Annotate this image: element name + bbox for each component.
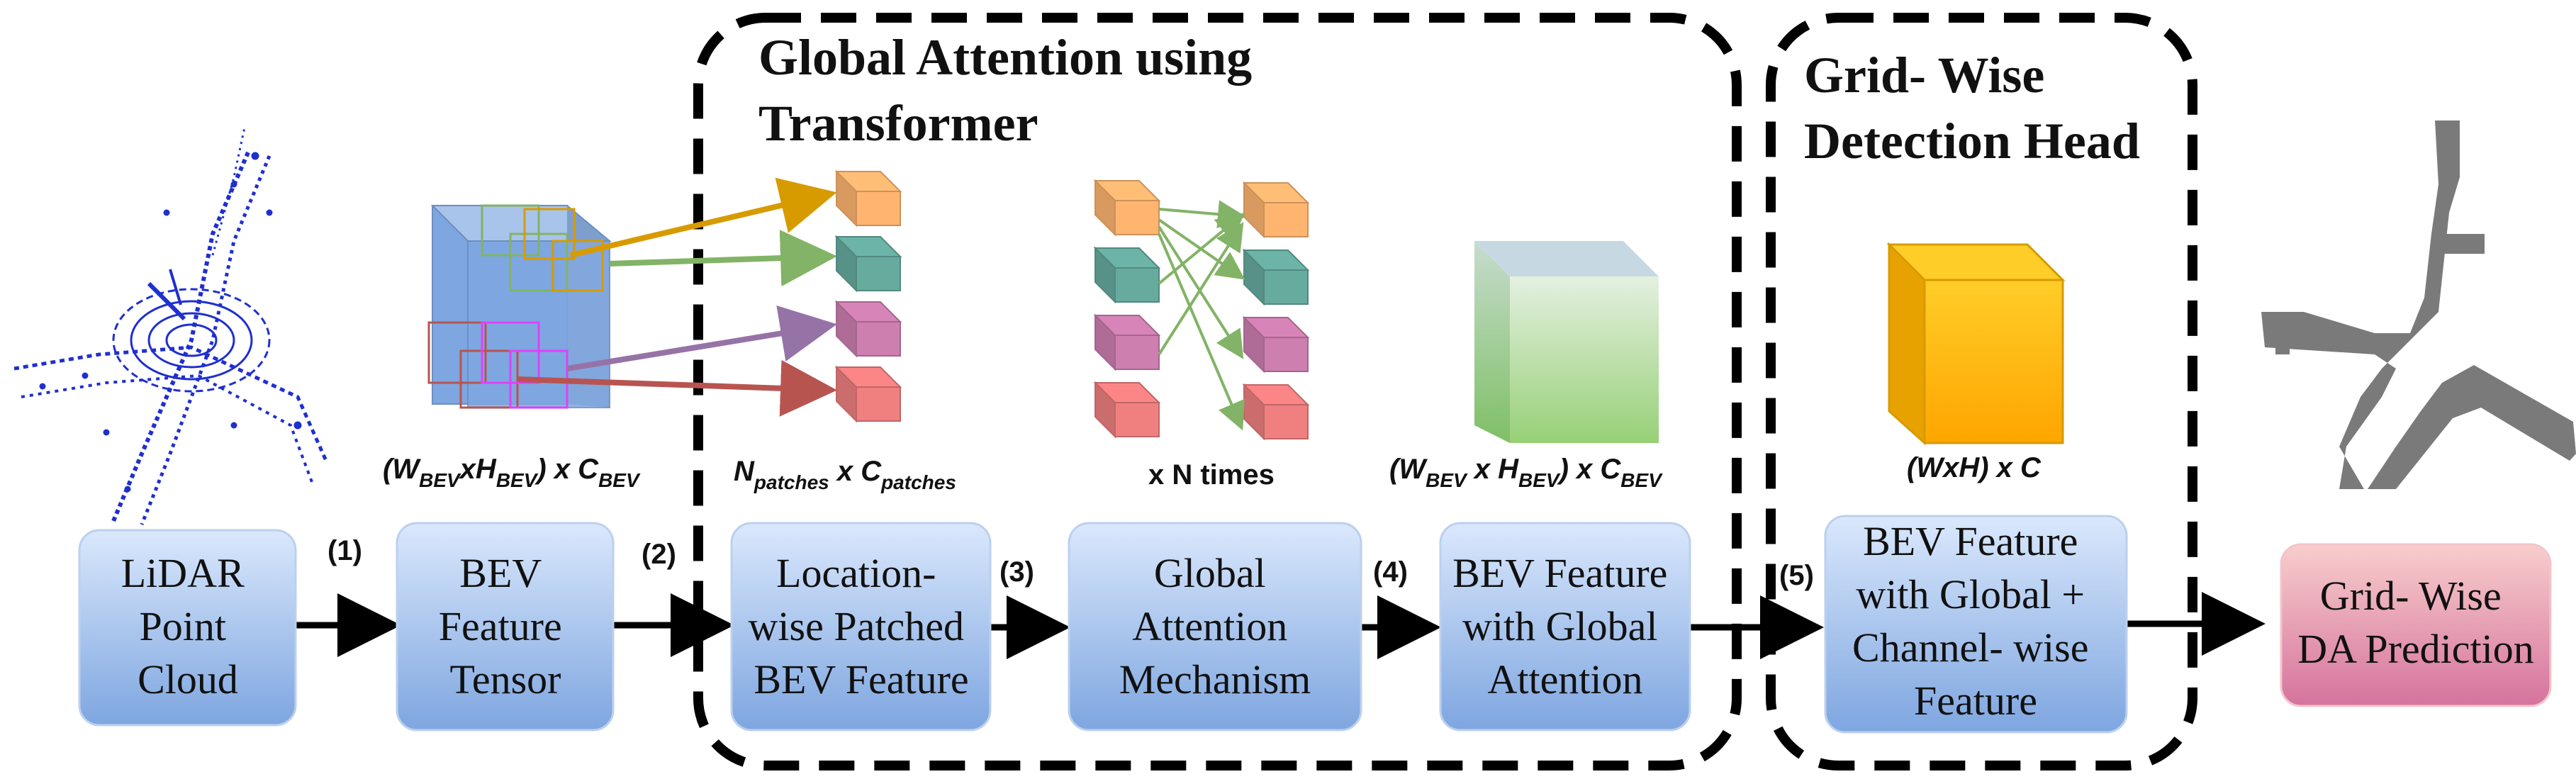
attn-left-cube-pink: [1093, 313, 1161, 371]
svg-text:Location- wise Patched: Location- wise Patched BEV Feature: [749, 550, 975, 702]
patch-cube-red: [834, 365, 902, 423]
svg-text:BEV Feature with Global: BEV Feature with Global + Channel- wise …: [1852, 518, 2099, 724]
bev-feature-global-channel-box: BEV Feature with Global + Channel- wise …: [1824, 515, 2128, 734]
step-label-5: (5): [1779, 560, 1814, 591]
step-label-3: (3): [999, 556, 1034, 588]
step-label-4: (4): [1373, 556, 1408, 588]
attn-right-cube-green: [1242, 248, 1310, 306]
step-label-1: (1): [327, 535, 362, 566]
dim-label-times: x N times: [1148, 459, 1275, 491]
grid-wise-prediction-box: Grid- Wise DA Prediction: [2280, 543, 2552, 707]
detection-head-title: Grid- Wise Detection Head: [1804, 47, 2140, 169]
attn-left-cube-red: [1093, 381, 1161, 439]
attention-patches-left: [1093, 179, 1161, 439]
detection-head-title-line1: Grid- Wise: [1804, 47, 2044, 103]
patch-column-1: [834, 169, 902, 423]
svg-text:LiDAR Point Cloud: LiDAR Point Cloud: [121, 550, 255, 702]
dim-label-bev-tensor: (WBEVxHBEV) x CBEV: [383, 454, 641, 491]
dim-label-head: (WxH) x C: [1907, 452, 2042, 483]
svg-text:BEV Feature Tensor: BEV Feature Tensor: [439, 550, 572, 702]
bev-feature-tensor-box: BEV Feature Tensor: [396, 522, 615, 732]
patch-arrow-green: [609, 230, 837, 287]
global-attention-title: Global Attention using Transformer: [758, 29, 1265, 152]
global-attention-title-line2: Transformer: [758, 95, 1038, 152]
patch-arrow-purple: [566, 305, 837, 371]
patch-arrow-red: [517, 359, 837, 417]
attn-left-cube-green: [1093, 246, 1161, 304]
patch-cube-green: [834, 235, 902, 293]
detection-head-title-line2: Detection Head: [1804, 113, 2140, 169]
road-prediction-map: [2261, 121, 2576, 489]
lidar-point-cloud-image: [13, 127, 328, 525]
patch-arrow-orange: [570, 177, 837, 258]
svg-text:Global Attention M: Global Attention Mechanism: [1119, 550, 1311, 702]
bev-global-cube: [1474, 241, 1659, 443]
global-attention-region: [693, 13, 1742, 770]
head-feature-cube: [1886, 242, 2066, 446]
attn-right-cube-red: [1242, 383, 1310, 441]
attn-left-cube-orange: [1093, 179, 1161, 237]
attn-right-cube-orange: [1242, 181, 1310, 239]
patch-cube-orange: [834, 169, 902, 228]
global-attention-mechanism-box: Global Attention Mechanism: [1068, 522, 1362, 732]
bev-feature-global-box: BEV Feature with Global Attention: [1439, 522, 1691, 732]
attention-patches-right: [1242, 181, 1310, 441]
lidar-point-cloud-box: LiDAR Point Cloud: [78, 529, 297, 727]
detection-head-region: [1766, 13, 2197, 770]
svg-text:BEV Feature with Global: BEV Feature with Global Attention: [1452, 550, 1678, 702]
svg-text:Grid- Wise DA Prediction: Grid- Wise DA Prediction: [2297, 573, 2533, 672]
dim-label-bev-global: (WBEV x HBEV) x CBEV: [1389, 454, 1663, 491]
step-label-2: (2): [642, 539, 676, 570]
global-attention-title-line1: Global Attention using: [758, 29, 1252, 86]
patch-cube-pink: [834, 300, 902, 358]
location-wise-patched-box: Location- wise Patched BEV Feature: [730, 522, 992, 732]
attention-connections: [1158, 200, 1246, 431]
dim-label-patches: Npatches x Cpatches: [734, 456, 956, 493]
attn-right-cube-pink: [1242, 315, 1310, 374]
